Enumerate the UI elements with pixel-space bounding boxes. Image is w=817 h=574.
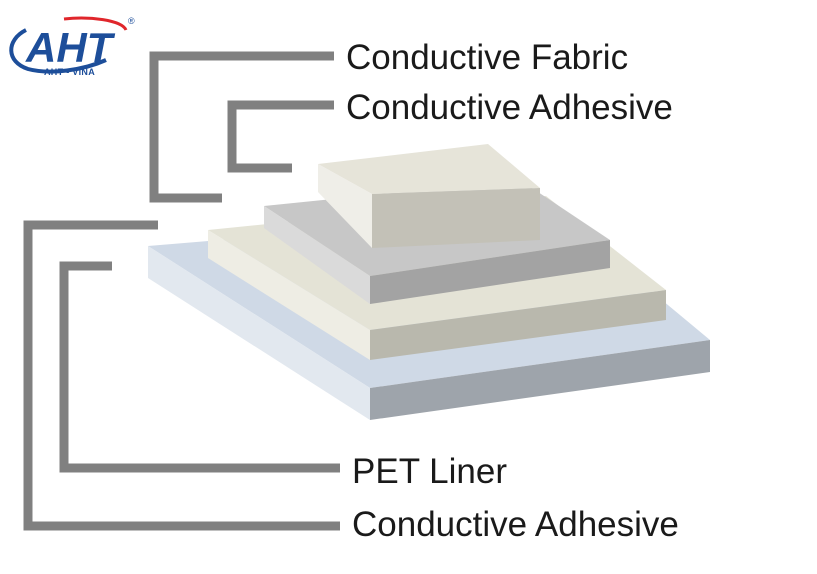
- logo-red-arc: [63, 16, 128, 31]
- aht-logo-mark: AHT: [9, 16, 128, 74]
- label-conductive-adhesive-top: Conductive Adhesive: [346, 88, 673, 127]
- base-layer-front-face: [370, 340, 710, 420]
- logo-text: AHT: [25, 24, 116, 71]
- bracket-conductive-adhesive-top: [227, 100, 334, 173]
- logo-swoosh: [9, 28, 107, 74]
- liner-layer-left-face: [208, 230, 370, 360]
- fabric-layer-front-face: [372, 188, 540, 248]
- logo-registered-mark: ®: [128, 16, 135, 26]
- bracket-conductive-fabric: [149, 51, 334, 203]
- adhesive-layer-left-face: [264, 206, 370, 304]
- fabric-layer-top-face: [318, 144, 540, 194]
- fabric-layer: [318, 144, 540, 248]
- adhesive-layer-front-face: [370, 240, 610, 304]
- fabric-layer-left-face: [318, 164, 372, 248]
- base-layer-left-face: [148, 246, 370, 420]
- bracket-pet-liner: [59, 261, 340, 473]
- liner-layer-front-face: [370, 290, 666, 360]
- aht-logo: AHT AHT - VINA ®: [4, 12, 144, 88]
- label-conductive-fabric: Conductive Fabric: [346, 38, 629, 77]
- label-pet-liner: PET Liner: [352, 452, 507, 491]
- bracket-conductive-adhesive-bottom: [23, 220, 340, 531]
- label-conductive-adhesive-bottom: Conductive Adhesive: [352, 505, 679, 544]
- logo-subtitle: AHT - VINA: [44, 67, 95, 77]
- bracket-lines: [23, 51, 340, 531]
